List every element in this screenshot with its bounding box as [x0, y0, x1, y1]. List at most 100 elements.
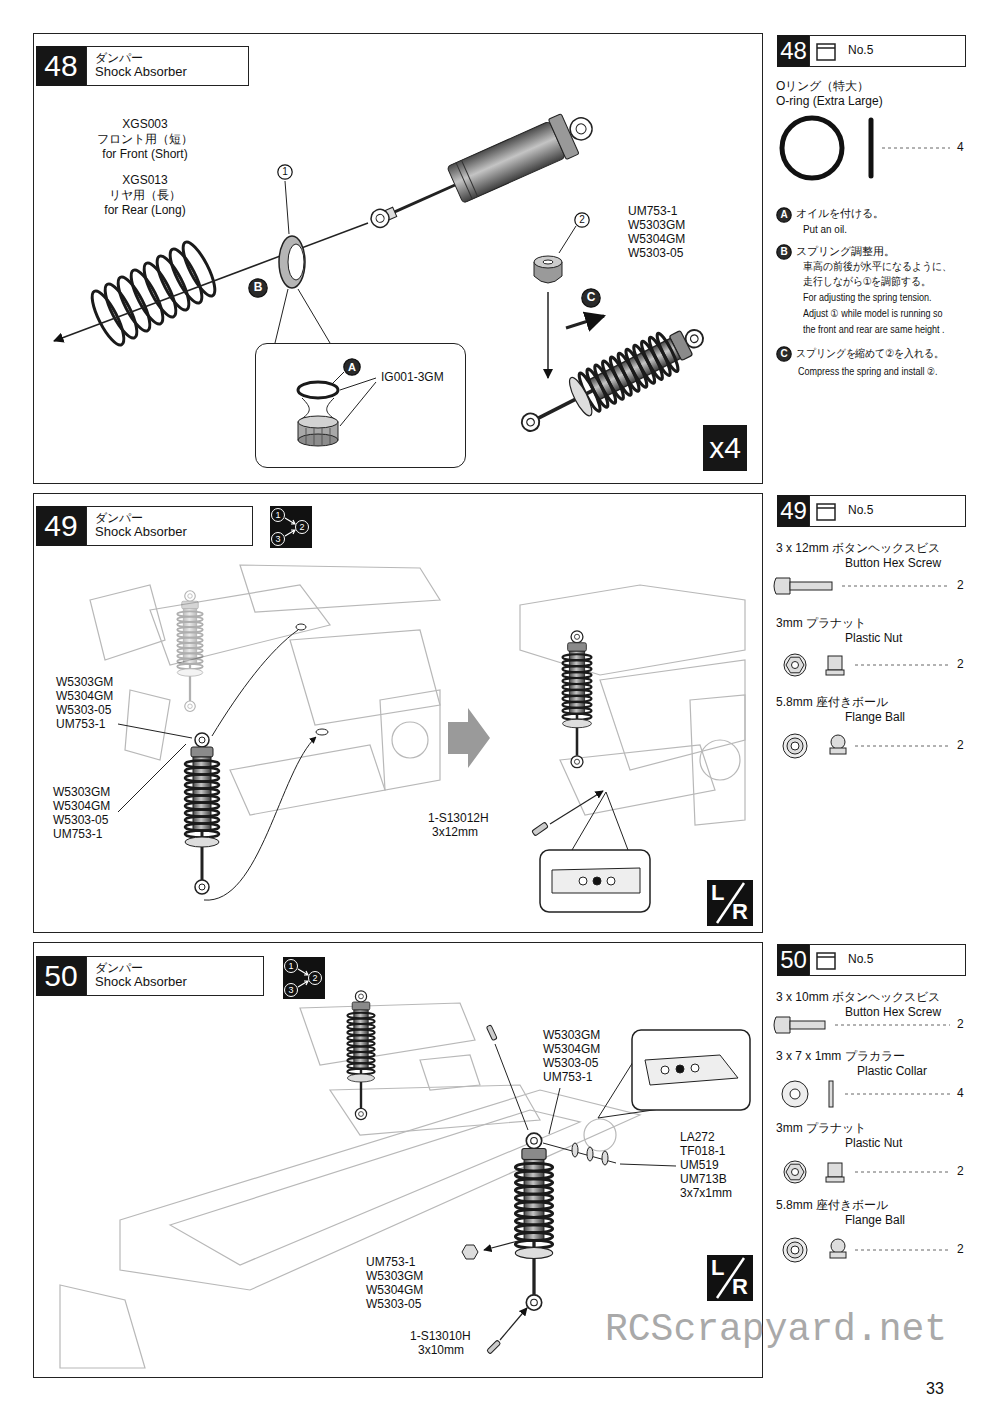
- callout-number: 1: [277, 164, 293, 180]
- part-number: W5303-05: [53, 814, 108, 828]
- note-text: Compress the spring and install ②.: [798, 365, 938, 377]
- part-number: W5303GM: [628, 219, 685, 233]
- part-number: XGS003: [122, 118, 167, 132]
- part-name-jp: 5.8mm 座付きボール: [776, 1199, 888, 1213]
- node-text: 2: [579, 214, 585, 226]
- sequence-ring: [272, 509, 285, 522]
- part-number: W5304GM: [543, 1043, 600, 1057]
- node-text: R: [732, 899, 748, 924]
- sequence-arrow: [298, 969, 308, 987]
- part-name-en: Plastic Nut: [845, 1137, 902, 1151]
- quantity: 2: [957, 658, 964, 672]
- part-number: W5303GM: [543, 1029, 600, 1043]
- circle-shape: [575, 213, 589, 227]
- part-name-jp: 3mm プラナット: [776, 617, 866, 631]
- title-jp: ダンパー: [95, 52, 143, 66]
- node-text: 49: [44, 509, 77, 544]
- part-number: LA272: [680, 1131, 715, 1145]
- part-number: W5303-05: [543, 1057, 598, 1071]
- part-number: UM753-1: [56, 718, 105, 732]
- node-text: 48: [44, 49, 77, 84]
- callout-number: 2: [574, 212, 590, 228]
- bag-number: No.5: [809, 495, 966, 527]
- note-text: スプリング調整用。: [796, 245, 895, 258]
- sequence-ring: [272, 533, 285, 546]
- node-text: 3: [285, 984, 297, 996]
- part-name-en: Button Hex Screw: [845, 557, 941, 571]
- sequence-ring: [285, 960, 298, 973]
- node-text: C: [780, 348, 787, 360]
- sequence-ring: [296, 521, 309, 534]
- circle-shape: [777, 347, 791, 361]
- part-name-jp: Oリング（特大）: [776, 80, 869, 94]
- quantity: 2: [957, 579, 964, 593]
- title-jp: ダンパー: [95, 512, 143, 526]
- part-name-en: Plastic Nut: [845, 632, 902, 646]
- note-text: Put an oil.: [803, 223, 847, 236]
- part-number: UM753-1: [53, 828, 102, 842]
- node-text: L: [711, 1255, 724, 1280]
- part-name-en: Plastic Collar: [857, 1065, 927, 1079]
- part-number: W5304GM: [628, 233, 685, 247]
- part-number: TF018-1: [680, 1145, 725, 1159]
- title-en: Shock Absorber: [95, 65, 187, 80]
- part-number: UM753-1: [366, 1256, 415, 1270]
- node-text: No.5: [848, 44, 873, 58]
- node-text: 3: [272, 533, 284, 545]
- note-text: Adjust ① while model is running so: [803, 307, 943, 319]
- bag-number: No.5: [809, 944, 966, 976]
- title-en: Shock Absorber: [95, 975, 187, 990]
- part-name-jp: 3 x 10mm ボタンヘックスビス: [776, 991, 940, 1005]
- step-title: ダンパーShock Absorber: [86, 506, 253, 546]
- node-text: 2: [296, 521, 308, 533]
- note-text: the front and rear are same height .: [803, 323, 945, 335]
- callout-letter: B: [776, 244, 792, 260]
- circle-shape: [344, 359, 360, 375]
- node-text: No.5: [848, 953, 873, 967]
- node-text: A: [348, 361, 356, 374]
- node-text: 50: [44, 959, 77, 994]
- watermark: RCScrapyard.net: [605, 1308, 947, 1352]
- quantity: 4: [957, 1087, 964, 1101]
- part-number: XGS013: [122, 174, 167, 188]
- detail-inset: IG001-3GMA: [255, 343, 466, 468]
- part-number: W5303-05: [628, 247, 683, 261]
- node-text: C: [587, 291, 596, 305]
- bag-number: No.5: [809, 35, 966, 67]
- part-number: W5303GM: [366, 1270, 423, 1284]
- page-number: 33: [926, 1380, 944, 1398]
- part-name-en: O-ring (Extra Large): [776, 95, 883, 109]
- part-number: W5304GM: [366, 1284, 423, 1298]
- step-number: 48: [36, 46, 86, 86]
- part-note: フロント用（短）: [97, 133, 193, 147]
- callout-letter: B: [248, 278, 268, 298]
- note-text: For adjusting the spring tension.: [803, 291, 932, 303]
- part-number: 1-S13010H: [410, 1330, 471, 1344]
- node-text: No.5: [848, 504, 873, 518]
- part-number: UM753-1: [628, 205, 677, 219]
- callout-letter: A: [776, 207, 792, 223]
- part-name-jp: 5.8mm 座付きボール: [776, 696, 888, 710]
- node-text: B: [254, 281, 263, 295]
- sequence-arrow: [285, 518, 295, 536]
- part-number: W5303GM: [56, 676, 113, 690]
- note-text: 車高の前後が水平になるように、: [803, 260, 952, 273]
- node-text: 1: [272, 509, 284, 521]
- part-name-en: Button Hex Screw: [845, 1006, 941, 1020]
- step-title: ダンパーShock Absorber: [86, 46, 249, 86]
- part-number: W5303GM: [53, 786, 110, 800]
- part-number: UM753-1: [543, 1071, 592, 1085]
- node-text: L: [711, 880, 724, 905]
- node-text: R: [732, 1274, 748, 1299]
- part-name-jp: 3 x 7 x 1mm プラカラー: [776, 1050, 905, 1064]
- node-text: 50: [780, 946, 807, 974]
- part-note: for Rear (Long): [104, 204, 185, 218]
- node-text: 2: [309, 972, 321, 984]
- dimension: 3x12mm: [432, 826, 478, 840]
- part-number: W5303-05: [56, 704, 111, 718]
- step-number: 49: [36, 506, 86, 546]
- note-text: スプリングを縮めて②を入れる。: [796, 347, 943, 360]
- callout-letter: C: [581, 288, 601, 308]
- quantity: 2: [957, 1165, 964, 1179]
